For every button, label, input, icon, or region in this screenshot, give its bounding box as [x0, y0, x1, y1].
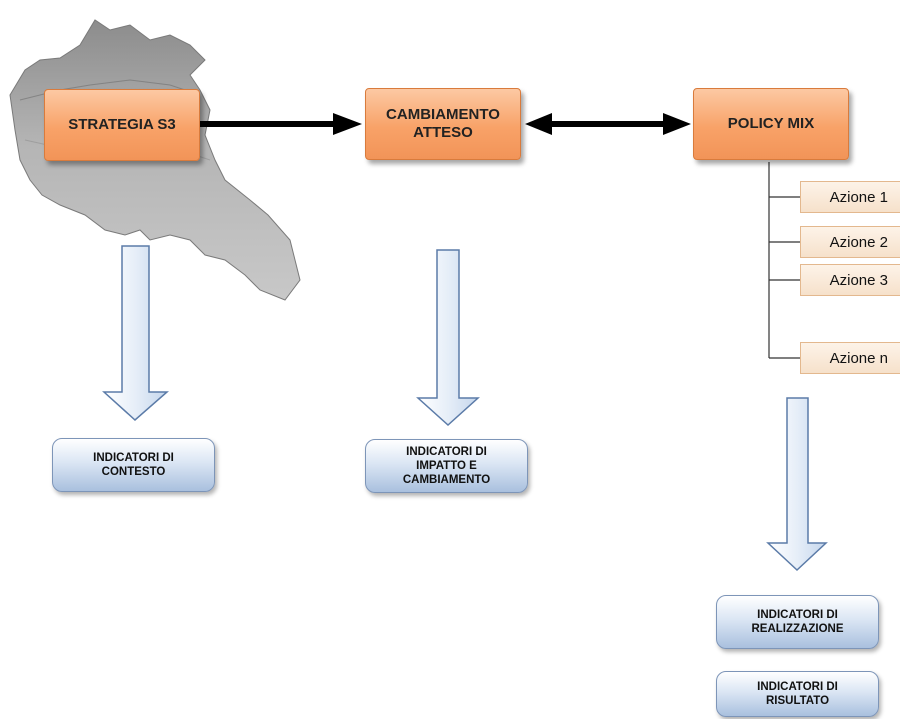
- node-strategia-s3: STRATEGIA S3: [44, 89, 200, 161]
- azione-1-label: Azione 1: [829, 188, 888, 206]
- azione-1: Azione 1: [800, 181, 900, 213]
- indicatori-contesto-label: INDICATORI DI CONTESTO: [93, 452, 174, 478]
- azione-2: Azione 2: [800, 226, 900, 258]
- indicatori-contesto: INDICATORI DI CONTESTO: [52, 438, 215, 492]
- azione-n-label: Azione n: [829, 349, 888, 367]
- node-strategia-s3-label: STRATEGIA S3: [68, 116, 176, 133]
- node-cambiamento-atteso: CAMBIAMENTO ATTESO: [365, 88, 521, 160]
- node-policy-mix: POLICY MIX: [693, 88, 849, 160]
- policy-tree-connector: [768, 162, 800, 359]
- indicatori-impatto: INDICATORI DI IMPATTO E CAMBIAMENTO: [365, 439, 528, 493]
- indicatori-risultato-label: INDICATORI DI RISULTATO: [757, 681, 838, 707]
- azione-2-label: Azione 2: [829, 233, 888, 251]
- azione-3: Azione 3: [800, 264, 900, 296]
- azione-3-label: Azione 3: [829, 271, 888, 289]
- down-arrow-contesto: [102, 245, 169, 422]
- down-arrow-impatto: [416, 249, 480, 427]
- indicatori-risultato: INDICATORI DI RISULTATO: [716, 671, 879, 717]
- node-cambiamento-atteso-label: CAMBIAMENTO ATTESO: [386, 106, 500, 141]
- node-policy-mix-label: POLICY MIX: [727, 115, 815, 132]
- indicatori-realizzazione: INDICATORI DI REALIZZAZIONE: [716, 595, 879, 649]
- arrow-strategia-cambiamento: [198, 113, 362, 135]
- down-arrow-policy: [766, 397, 828, 572]
- azione-n: Azione n: [800, 342, 900, 374]
- indicatori-realizzazione-label: INDICATORI DI REALIZZAZIONE: [751, 609, 844, 635]
- arrow-cambiamento-policy: [525, 113, 691, 135]
- indicatori-impatto-label: INDICATORI DI IMPATTO E CAMBIAMENTO: [402, 446, 491, 486]
